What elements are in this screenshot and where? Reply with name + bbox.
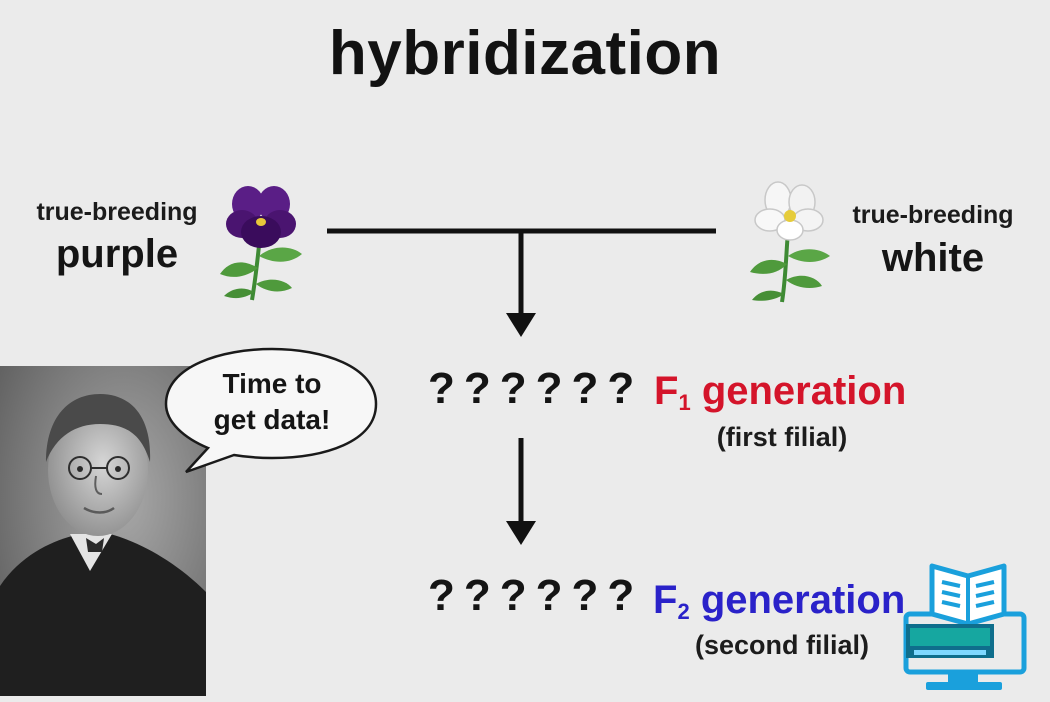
scientist-portrait-icon <box>0 366 206 696</box>
book-computer-logo-icon <box>903 563 1027 690</box>
speech-bubble-line-2: get data! <box>213 404 331 435</box>
page-title: hybridization <box>328 19 722 88</box>
purple-pansy-icon <box>220 186 302 301</box>
speech-bubble-line-1: Time to <box>222 368 322 399</box>
right-parent-qualifier: true-breeding <box>852 201 1014 229</box>
left-parent-color: purple <box>55 232 179 276</box>
left-parent-qualifier: true-breeding <box>36 198 198 226</box>
f1-generation-label: F1 generation <box>654 369 906 416</box>
f1-description: (first filial) <box>716 422 848 452</box>
right-parent-color: white <box>881 236 985 280</box>
white-flower-icon <box>750 181 830 303</box>
f2-unknown-offspring: ?????? <box>428 571 644 620</box>
f2-subscript: 2 <box>677 599 690 624</box>
f1-subscript: 1 <box>678 390 691 415</box>
f2-description: (second filial) <box>694 630 870 660</box>
f2-word: generation <box>700 578 906 622</box>
f1-unknown-offspring: ?????? <box>428 364 644 413</box>
arrow-to-f2-head <box>506 521 536 545</box>
f2-generation-label: F2 generation <box>653 578 905 625</box>
f1-word: generation <box>701 369 907 413</box>
f1-letter: F <box>654 369 679 413</box>
f2-letter: F <box>653 578 678 622</box>
arrow-to-f1-head <box>506 313 536 337</box>
